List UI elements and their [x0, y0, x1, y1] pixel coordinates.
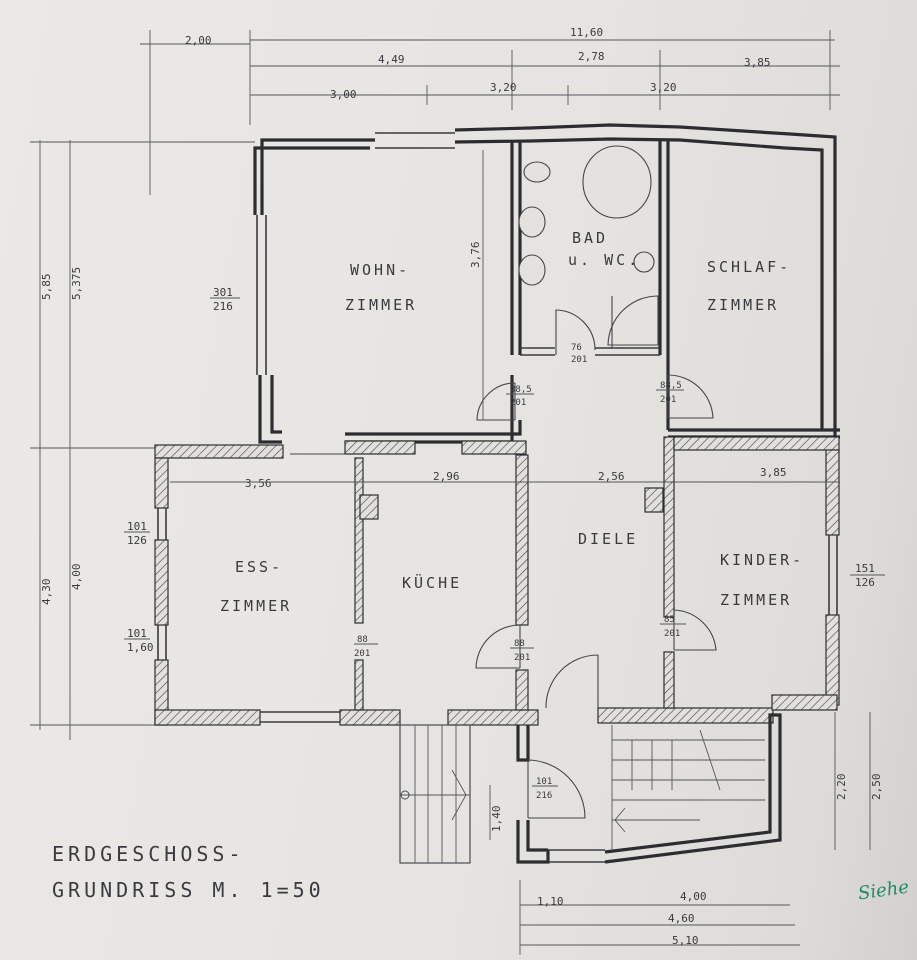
dim-bottom-d: 5,10 — [672, 934, 699, 947]
room-label-kinder-1: KINDER- — [720, 551, 804, 569]
dim-door-entry-h: 216 — [536, 791, 552, 801]
room-label-kueche: KÜCHE — [402, 573, 462, 592]
dim-door-kueche: 88 — [514, 639, 525, 649]
dimension-lines-left — [30, 140, 255, 740]
dim-bottom-b: 4,00 — [680, 890, 707, 903]
room-label-bad-1: BAD — [572, 229, 608, 247]
dim-left-c: 4,30 — [40, 579, 53, 606]
dim-door-bad-h: 201 — [571, 355, 587, 365]
dim-door-schlaf: 88,5 — [660, 381, 682, 391]
bath-fixtures — [518, 145, 659, 348]
dim-door-entry: 101 — [536, 777, 552, 787]
dim-door-wohn-h: 201 — [510, 398, 526, 408]
dim-door-wohn: 88,5 — [510, 385, 532, 395]
dim-right-b: 2,50 — [870, 774, 883, 801]
dim-door-ess: 88 — [357, 635, 368, 645]
dim-door-bad: 76 — [571, 343, 582, 353]
room-label-ess-2: ZIMMER — [220, 597, 292, 615]
dimension-lines-top — [140, 30, 840, 195]
dim-door-kinder-h: 201 — [664, 629, 680, 639]
dim-bottom-a: 1,10 — [537, 895, 564, 908]
dim-top-row3-a: 3,00 — [330, 88, 357, 101]
dim-top-left: 2,00 — [185, 34, 212, 47]
room-label-schlaf-1: SCHLAF- — [707, 258, 791, 276]
dim-door-kinder: 85 — [664, 615, 675, 625]
room-label-kinder-2: ZIMMER — [720, 591, 792, 609]
dim-ess-window2-h: 1,60 — [127, 641, 154, 654]
door-swings — [290, 309, 717, 819]
dim-kinder-window-h: 126 — [855, 576, 875, 589]
drawing-title-line-2: GRUNDRISS M. 1=50 — [52, 878, 325, 902]
dim-left-a: 5,85 — [40, 274, 53, 301]
dim-ess-width: 3,56 — [245, 477, 272, 490]
room-label-ess-1: ESS- — [235, 558, 283, 576]
dim-door-ess-h: 201 — [354, 649, 370, 659]
dim-kinder-width: 3,85 — [760, 466, 787, 479]
dim-diele-width: 2,56 — [598, 470, 625, 483]
dim-top-row3-c: 3,20 — [650, 81, 677, 94]
drawing-title-line-1: ERDGESCHOSS- — [52, 842, 245, 866]
dimension-lines-bottom — [519, 712, 871, 955]
dim-top-row2-c: 3,85 — [744, 56, 771, 69]
dim-entry-height: 1,40 — [490, 806, 503, 833]
hatched-walls — [154, 436, 840, 726]
dim-ess-window-h: 126 — [127, 534, 147, 547]
dim-top-total: 11,60 — [570, 26, 603, 39]
dim-top-row2-a: 4,49 — [378, 53, 405, 66]
room-label-bad-2: u. WC. — [568, 251, 640, 269]
dim-right-a: 2,20 — [835, 774, 848, 801]
dim-left-b: 5,375 — [70, 267, 83, 300]
room-label-diele: DIELE — [578, 530, 638, 548]
dim-kinder-window: 151 — [855, 562, 875, 575]
room-label-wohn-1: WOHN- — [350, 261, 410, 279]
room-label-wohn-2: ZIMMER — [345, 296, 417, 314]
entrance-area — [399, 713, 782, 864]
dim-door-schlaf-h: 201 — [660, 395, 676, 405]
dim-left-d: 4,00 — [70, 564, 83, 591]
dim-wohn-window-h: 216 — [213, 300, 233, 313]
room-label-schlaf-2: ZIMMER — [707, 296, 779, 314]
dim-wohn-height: 3,76 — [469, 242, 482, 269]
dim-door-kueche-h: 201 — [514, 653, 530, 663]
dim-kueche-width: 2,96 — [433, 470, 460, 483]
dim-top-row2-b: 2,78 — [578, 50, 605, 63]
dim-ess-window: 101 — [127, 520, 147, 533]
dim-bottom-c: 4,60 — [668, 912, 695, 925]
dim-wohn-window: 301 — [213, 286, 233, 299]
dim-top-row3-b: 3,20 — [490, 81, 517, 94]
dim-ess-window2: 101 — [127, 627, 147, 640]
